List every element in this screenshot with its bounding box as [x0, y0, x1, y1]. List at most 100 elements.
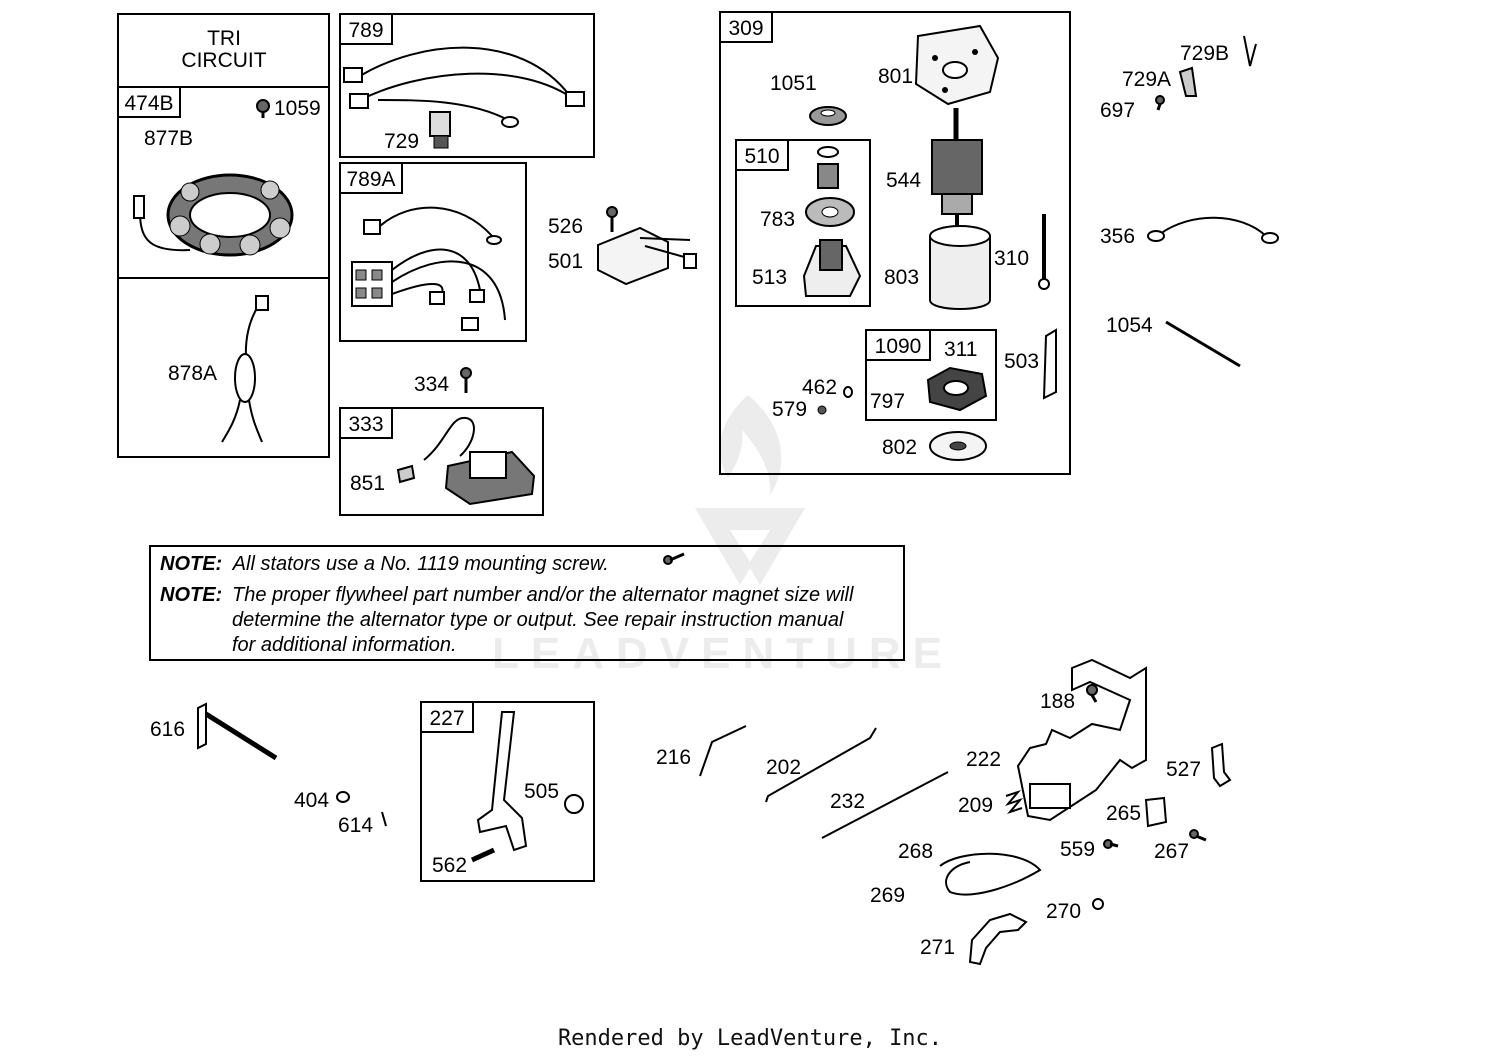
box-510: [735, 139, 871, 307]
part-label-562: 562: [432, 854, 467, 877]
part-label-310: 310: [994, 247, 1029, 270]
footer-credit: Rendered by LeadVenture, Inc.: [557, 1026, 943, 1051]
part-label-729: 729: [384, 130, 419, 153]
part-label-802: 802: [882, 436, 917, 459]
end-cap-801-part[interactable]: [914, 24, 1000, 106]
part-label-356: 356: [1100, 225, 1135, 248]
nut-579-icon: [817, 405, 827, 415]
shaft-616-part[interactable]: [197, 702, 278, 761]
part-label-513: 513: [752, 266, 787, 289]
part-label-851: 851: [350, 472, 385, 495]
part-label-267: 267: [1154, 840, 1189, 863]
lever-271-part[interactable]: [968, 912, 1028, 966]
part-label-1051: 1051: [770, 72, 817, 95]
part-label-311: 311: [944, 338, 977, 361]
part-label-801: 801: [878, 65, 913, 88]
part-label-503: 503: [1004, 350, 1039, 373]
drive-assembly-510-part[interactable]: [802, 146, 862, 297]
ground-wire-356-part[interactable]: [1147, 216, 1279, 244]
rectifier-501-part[interactable]: [597, 226, 697, 286]
part-label-1059: 1059: [274, 97, 321, 120]
bracket-527-part[interactable]: [1210, 742, 1232, 788]
cable-tie-1054-part[interactable]: [1165, 320, 1241, 368]
screw-697-icon: [1155, 95, 1165, 111]
lever-227-part[interactable]: [476, 711, 528, 852]
screw-562-icon: [470, 847, 496, 863]
part-label-202: 202: [766, 756, 801, 779]
bracket-222-part[interactable]: [1016, 658, 1147, 822]
part-label-462: 462: [802, 376, 837, 399]
part-label-729b: 729B: [1180, 42, 1229, 65]
part-label-526: 526: [548, 215, 583, 238]
part-label-505: 505: [524, 780, 559, 803]
ignition-coil-part[interactable]: [423, 416, 536, 506]
clamp-265-part[interactable]: [1144, 796, 1168, 828]
part-label-270: 270: [1046, 900, 1081, 923]
wire-harness-789-part[interactable]: [343, 46, 585, 128]
plate-802-part[interactable]: [929, 431, 987, 461]
part-label-783: 783: [760, 208, 795, 231]
cable-268-part[interactable]: [939, 852, 1042, 896]
bolt-310-part[interactable]: [1038, 214, 1050, 290]
connector-729-part[interactable]: [429, 111, 451, 149]
box-1090-label: 1090: [875, 335, 922, 358]
part-label-544: 544: [886, 169, 921, 192]
cable-232-part[interactable]: [821, 771, 949, 839]
brush-holder-part[interactable]: [926, 366, 988, 412]
washer-462-icon: [843, 386, 853, 398]
box-789a: [339, 162, 527, 342]
watermark: LEADVENTURE: [492, 395, 942, 678]
screw-icon: [663, 552, 685, 565]
box-789: [339, 13, 595, 158]
box-789-tag: [339, 13, 393, 45]
note-2-line1: The proper flywheel part number and/or t…: [232, 584, 854, 606]
nut-505-part[interactable]: [564, 794, 584, 814]
box-1090-tag: [865, 329, 931, 361]
part-label-559: 559: [1060, 838, 1095, 861]
clip-851-part[interactable]: [396, 464, 416, 484]
spring-209-part[interactable]: [1004, 789, 1024, 815]
box-227: [420, 701, 595, 882]
link-216-part[interactable]: [699, 725, 747, 777]
screw-334-icon: [460, 367, 472, 393]
part-label-269: 269: [870, 884, 905, 907]
box-474b-tag: [117, 86, 181, 118]
part-label-579: 579: [772, 398, 807, 421]
link-202-part[interactable]: [765, 727, 877, 803]
part-label-222: 222: [966, 748, 1001, 771]
note-2-line3: for additional information.: [232, 634, 457, 656]
part-label-697: 697: [1100, 99, 1135, 122]
part-label-271: 271: [920, 936, 955, 959]
wire-harness-789a-part[interactable]: [351, 206, 506, 331]
part-label-1054: 1054: [1106, 314, 1153, 337]
note-1: NOTE: All stators use a No. 1119 mountin…: [160, 553, 609, 575]
tri-circuit-title-line2: CIRCUIT: [181, 49, 266, 72]
washer-1051-part[interactable]: [809, 106, 847, 126]
box-510-tag: [735, 139, 789, 171]
box-333-tag: [339, 407, 393, 439]
bracket-503-part[interactable]: [1042, 328, 1057, 400]
screw-188-icon: [1086, 684, 1098, 703]
pin-614-icon: [381, 811, 387, 827]
clip-729b-part[interactable]: [1243, 35, 1257, 67]
part-label-527: 527: [1166, 758, 1201, 781]
notes-box: [149, 545, 905, 661]
part-label-614: 614: [338, 814, 373, 837]
wire-harness-878a-part[interactable]: [221, 295, 269, 443]
part-label-501: 501: [548, 250, 583, 273]
screw-559-icon: [1103, 839, 1119, 849]
box-227-tag: [420, 701, 474, 733]
housing-803-part[interactable]: [929, 225, 991, 310]
clip-729a-part[interactable]: [1178, 66, 1198, 97]
part-label-265: 265: [1106, 802, 1141, 825]
part-label-877b: 877B: [144, 127, 193, 150]
box-510-label: 510: [744, 145, 779, 168]
note-2-line2: determine the alternator type or output.…: [232, 609, 844, 631]
washer-404-icon: [336, 791, 350, 803]
armature-544-part[interactable]: [931, 108, 983, 226]
part-label-334: 334: [414, 373, 449, 396]
part-label-188: 188: [1040, 690, 1075, 713]
stator-part[interactable]: [133, 173, 294, 257]
part-label-803: 803: [884, 266, 919, 289]
